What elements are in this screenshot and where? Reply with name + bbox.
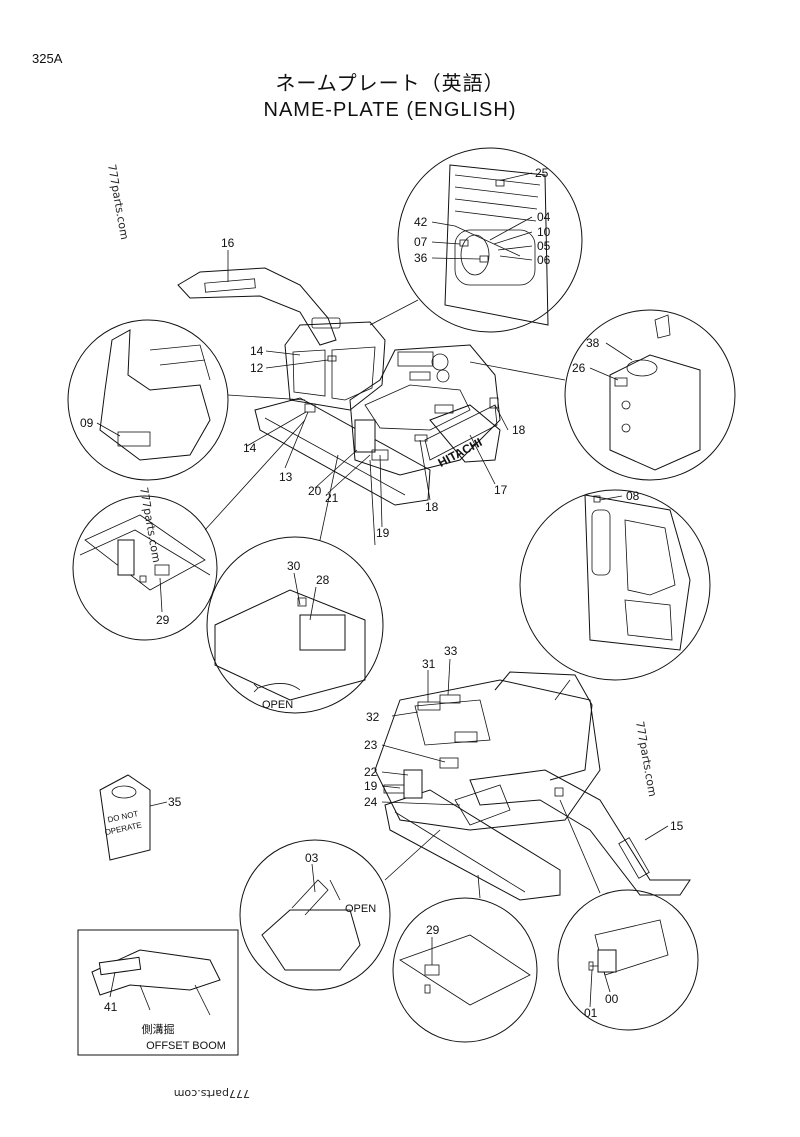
callout-31: 31 (422, 657, 436, 671)
callout-07: 07 (414, 235, 428, 249)
callout-24: 24 (364, 795, 378, 809)
detail-track-frame (392, 874, 538, 1043)
callout-30: 30 (287, 559, 301, 573)
callout-01: 01 (584, 1006, 598, 1020)
callout-labels: 25 42 04 10 07 05 36 06 16 14 12 38 26 0… (80, 166, 684, 1020)
callout-16: 16 (221, 236, 235, 250)
offset-boom-en: OFFSET BOOM (146, 1040, 226, 1052)
callout-25: 25 (535, 166, 549, 180)
callout-19b: 19 (364, 779, 378, 793)
callout-33: 33 (444, 644, 458, 658)
callout-05: 05 (537, 239, 551, 253)
callout-09: 09 (80, 416, 94, 430)
callout-08: 08 (626, 489, 640, 503)
callout-29a: 29 (156, 613, 170, 627)
page-code: 325A (32, 51, 63, 66)
callout-17: 17 (494, 483, 508, 497)
leader-lines (96, 172, 669, 1008)
callout-15: 15 (670, 819, 684, 833)
watermark-3: 777parts.com (633, 720, 659, 797)
title-japanese: ネームプレート（英語） (275, 72, 504, 95)
callout-42: 42 (414, 215, 428, 229)
callout-03: 03 (305, 851, 319, 865)
detail-battery (206, 454, 384, 714)
callout-21: 21 (325, 491, 339, 505)
callout-06: 06 (537, 253, 551, 267)
detail-control-box (469, 309, 736, 481)
detail-serial-plate (557, 799, 699, 1031)
callout-13: 13 (279, 470, 293, 484)
callout-10: 10 (537, 225, 551, 239)
callout-14b: 14 (243, 441, 257, 455)
callout-19a: 19 (376, 526, 390, 540)
open-label-1: OPEN (262, 699, 293, 711)
callout-41: 41 (104, 1000, 118, 1014)
callout-23: 23 (364, 738, 378, 752)
watermark-4: 777parts.com (174, 1087, 250, 1100)
excavator-upper-drawing: HITACHI (177, 267, 501, 506)
callout-29b: 29 (426, 923, 440, 937)
callout-36: 36 (414, 251, 428, 265)
detail-seat (67, 319, 306, 481)
callout-18a: 18 (512, 423, 526, 437)
callout-18b: 18 (425, 500, 439, 514)
callout-22: 22 (364, 765, 378, 779)
offset-boom-jp: 側溝掘 (142, 1022, 175, 1036)
callout-26: 26 (572, 361, 586, 375)
detail-tag-bracket (72, 419, 306, 641)
detail-battery-lid (239, 829, 441, 991)
watermark-1: 777parts.com (105, 163, 131, 240)
svg-text:HITACHI: HITACHI (436, 435, 485, 470)
open-label-2: OPEN (345, 903, 376, 915)
callout-12: 12 (250, 361, 264, 375)
callout-35: 35 (168, 795, 182, 809)
callout-32: 32 (366, 710, 380, 724)
title-english: NAME-PLATE (ENGLISH) (264, 99, 517, 121)
offset-boom-inset: 側溝掘 OFFSET BOOM (77, 929, 239, 1056)
excavator-lower-drawing (374, 671, 691, 901)
callout-04: 04 (537, 210, 551, 224)
callout-38: 38 (586, 336, 600, 350)
callout-14a: 14 (250, 344, 264, 358)
callout-28: 28 (316, 573, 330, 587)
do-not-operate-tag: DO NOT OPERATE (99, 774, 151, 861)
callout-20: 20 (308, 484, 322, 498)
detail-door (519, 489, 711, 701)
callout-00: 00 (605, 992, 619, 1006)
